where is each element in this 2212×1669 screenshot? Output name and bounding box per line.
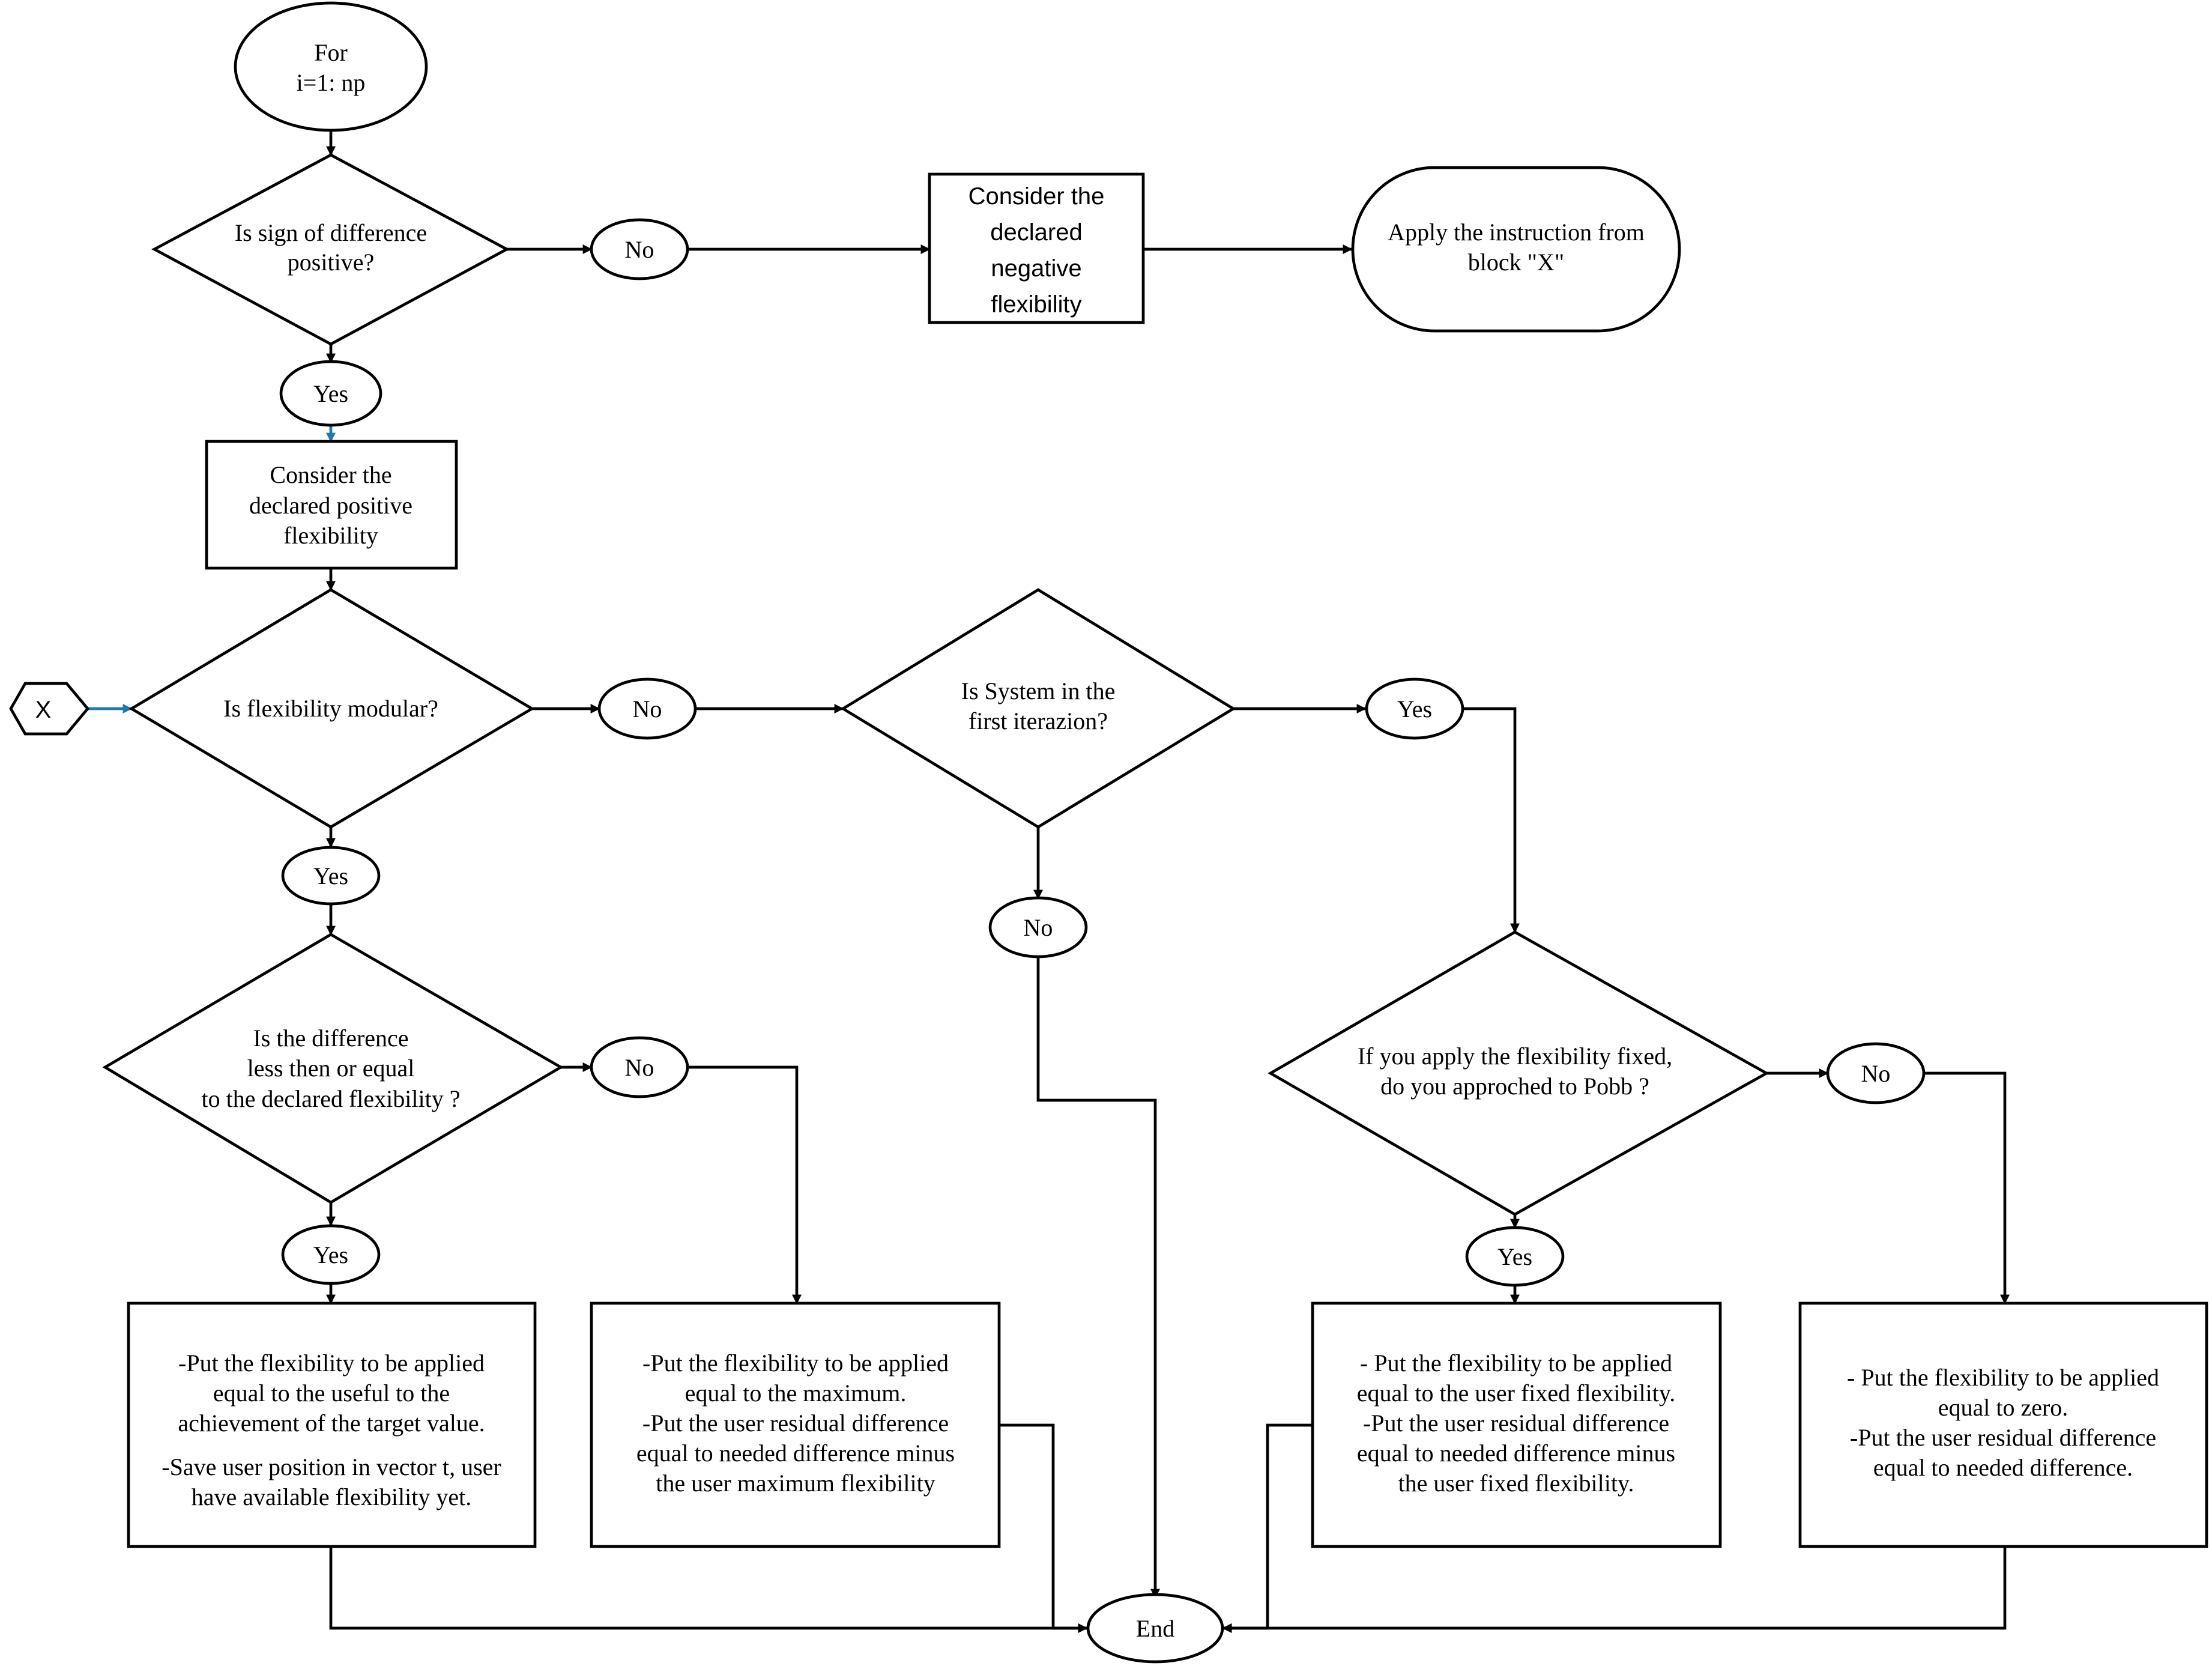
edge-no-to-zerobox [1923, 1071, 2010, 1304]
label-less-or-equal-yes: Yes [281, 1224, 381, 1285]
label-modular-no: No [597, 677, 697, 740]
decision-sign-positive-line: positive? [288, 249, 374, 276]
decision-first-iteration-line: first iterazion? [969, 707, 1108, 735]
label-less-or-equal-no-text: No [625, 1054, 654, 1081]
label-sign-no-text: No [625, 236, 654, 263]
process-apply-fixed-line: equal to the user fixed flexibility. [1357, 1380, 1676, 1407]
connector-x: X [9, 682, 90, 736]
edge-no-to-maxbox [688, 1065, 802, 1304]
edge-zerobox-to-end [1222, 1546, 2007, 1633]
decision-apply-fixed-line: If you apply the flexibility fixed, [1358, 1043, 1672, 1070]
process-apply-zero-line: equal to needed difference. [1873, 1454, 2133, 1481]
process-positive-flexibility-line: declared positive [249, 492, 412, 519]
label-first-iteration-no-text: No [1024, 914, 1053, 941]
label-apply-fixed-no-text: No [1861, 1060, 1891, 1087]
process-negative-flexibility-line: flexibility [991, 291, 1081, 318]
process-apply-zero: - Put the flexibility to be applied equal… [1798, 1301, 2208, 1548]
label-first-iteration-yes-text: Yes [1397, 695, 1432, 722]
process-apply-fixed-line: equal to needed difference minus [1357, 1440, 1675, 1467]
edge-usefulbox-to-end [329, 1546, 1088, 1633]
label-less-or-equal-yes-text: Yes [313, 1241, 348, 1268]
process-negative-flexibility-line: negative [991, 255, 1081, 282]
decision-first-iteration: Is System in the first iterazion? [840, 588, 1236, 829]
start-node-line: For [314, 39, 348, 66]
start-node-line: i=1: np [297, 69, 366, 96]
process-apply-zero-line: equal to zero. [1938, 1394, 2068, 1421]
terminal-apply-block-x-line: Apply the instruction from [1388, 219, 1645, 246]
label-apply-fixed-no: No [1826, 1042, 1926, 1104]
decision-less-or-equal-line: to the declared flexibility ? [202, 1085, 461, 1112]
svg-text:- Put the flexibility to be ap: - Put the flexibility to be applied equal… [1847, 1364, 2159, 1481]
decision-flexibility-modular: Is flexibility modular? [128, 588, 535, 829]
label-sign-yes-text: Yes [313, 380, 348, 407]
start-node: For i=1: np [234, 1, 428, 132]
process-positive-flexibility-line: flexibility [283, 522, 378, 549]
label-sign-yes: Yes [279, 360, 382, 427]
process-apply-maximum-line: -Put the flexibility to be applied [642, 1349, 949, 1377]
process-apply-zero-line: -Put the user residual difference [1850, 1424, 2156, 1451]
svg-text:If you apply the flexibility f: If you apply the flexibility fixed, do yo… [1358, 1043, 1672, 1100]
label-modular-yes: Yes [281, 846, 381, 906]
terminal-apply-block-x-line: block "X" [1468, 249, 1564, 276]
connector-x-text: X [35, 697, 52, 723]
label-apply-fixed-yes-text: Yes [1497, 1243, 1532, 1270]
process-apply-fixed-line: -Put the user residual difference [1363, 1410, 1669, 1437]
svg-text:-Put the flexibility to be app: -Put the flexibility to be applied equal … [162, 1349, 501, 1510]
end-node-text: End [1136, 1615, 1174, 1642]
svg-text:-Put the flexibility to be app: -Put the flexibility to be applied equal … [636, 1349, 955, 1497]
decision-sign-positive: Is sign of difference positive? [151, 153, 510, 346]
label-modular-no-text: No [633, 695, 662, 722]
decision-first-iteration-line: Is System in the [961, 677, 1116, 704]
process-apply-useful-line: have available flexibility yet. [192, 1483, 471, 1510]
end-node: End [1086, 1593, 1224, 1664]
edge-fixedbox-to-end [1222, 1423, 1313, 1633]
process-apply-useful-line: achievement of the target value. [178, 1410, 485, 1437]
decision-less-or-equal-line: less then or equal [247, 1055, 415, 1082]
process-apply-maximum-line: equal to needed difference minus [636, 1440, 955, 1467]
process-apply-zero-line: - Put the flexibility to be applied [1847, 1364, 2159, 1391]
process-apply-maximum-line: -Put the user residual difference [642, 1410, 949, 1437]
process-apply-maximum-line: equal to the maximum. [685, 1380, 907, 1407]
label-modular-yes-text: Yes [313, 862, 348, 889]
decision-flexibility-modular-text: Is flexibility modular? [223, 695, 438, 722]
process-negative-flexibility-line: declared [990, 219, 1082, 246]
edge-no-to-end [1036, 957, 1160, 1599]
terminal-apply-block-x: Apply the instruction from block "X" [1351, 166, 1681, 333]
svg-text:- Put the flexibility to be ap: - Put the flexibility to be applied equal… [1357, 1349, 1676, 1497]
decision-less-or-equal: Is the difference less then or equal to th… [102, 933, 564, 1204]
process-positive-flexibility: Consider the declared positive flexibility [205, 440, 458, 570]
decision-sign-positive-line: Is sign of difference [235, 219, 427, 246]
process-apply-useful: -Put the flexibility to be applied equal … [127, 1301, 537, 1548]
decision-less-or-equal-line: Is the difference [253, 1025, 408, 1052]
process-apply-maximum-line: the user maximum flexibility [656, 1470, 935, 1497]
process-apply-useful-line: -Put the flexibility to be applied [178, 1349, 485, 1377]
process-positive-flexibility-line: Consider the [270, 461, 391, 488]
label-apply-fixed-yes: Yes [1465, 1226, 1565, 1287]
edge-yes-to-fixedq [1463, 707, 1520, 933]
process-negative-flexibility-line: Consider the [969, 183, 1105, 210]
process-apply-fixed-line: the user fixed flexibility. [1398, 1470, 1634, 1497]
label-sign-no: No [590, 218, 689, 280]
process-apply-fixed-line: - Put the flexibility to be applied [1360, 1349, 1672, 1377]
label-first-iteration-yes: Yes [1365, 677, 1464, 740]
decision-apply-fixed: If you apply the flexibility fixed, do yo… [1268, 930, 1769, 1216]
process-negative-flexibility: Consider the declared negative flexibility [928, 172, 1145, 324]
edges [88, 130, 2010, 1633]
edge-maxbox-to-end [999, 1423, 1088, 1633]
process-apply-maximum: -Put the flexibility to be applied equal … [590, 1301, 1001, 1548]
label-less-or-equal-no: No [590, 1036, 689, 1098]
decision-apply-fixed-line: do you approched to Pobb ? [1380, 1073, 1649, 1100]
label-first-iteration-no: No [988, 896, 1088, 959]
process-apply-fixed: - Put the flexibility to be applied equal… [1311, 1301, 1722, 1548]
process-apply-useful-line: -Save user position in vector t, user [162, 1453, 501, 1480]
process-apply-useful-line: equal to the useful to the [213, 1380, 450, 1407]
